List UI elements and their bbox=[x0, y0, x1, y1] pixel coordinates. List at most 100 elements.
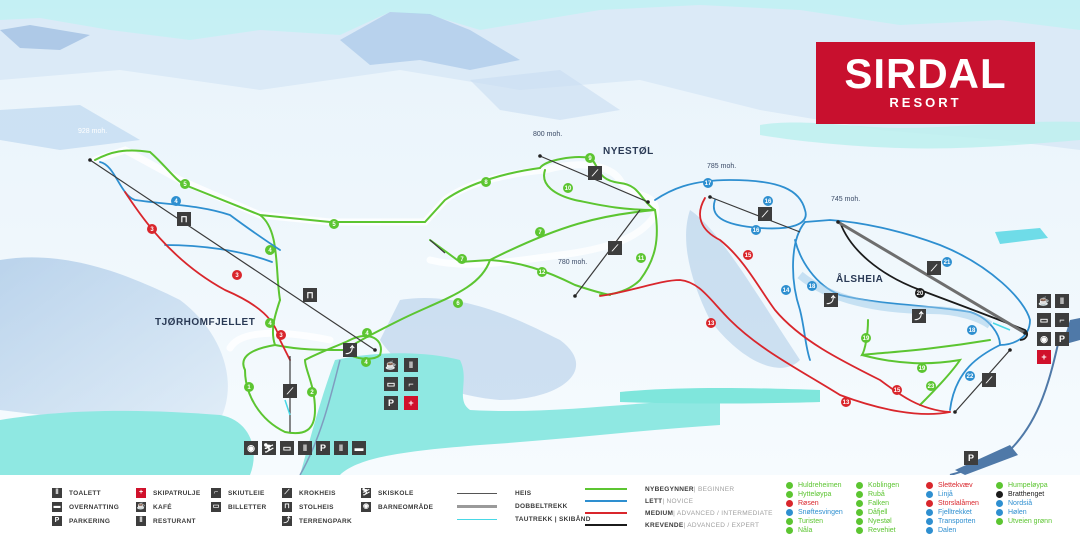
svg-text:3: 3 bbox=[279, 333, 283, 339]
altitude-label: 928 moh. bbox=[78, 128, 108, 135]
double-lift-icon bbox=[457, 504, 497, 508]
svg-text:3: 3 bbox=[235, 273, 239, 279]
t-bar-icon[interactable]: ⟋ bbox=[283, 384, 297, 398]
legend-facility: ⌐SKIUTLEIE bbox=[211, 487, 265, 499]
chairlift-icon: ⊓ bbox=[282, 502, 292, 512]
trail-list-item: Linjå bbox=[926, 490, 953, 499]
svg-text:5: 5 bbox=[332, 222, 336, 228]
legend-facility: ◉BARNEOMRÅDE bbox=[361, 502, 434, 512]
toilet-icon[interactable]: ‖ bbox=[404, 358, 418, 372]
t-bar-icon[interactable]: ⟋ bbox=[927, 261, 941, 275]
svg-text:7: 7 bbox=[538, 230, 542, 236]
toilet-icon[interactable]: ‖ bbox=[298, 441, 312, 455]
legend-facility: ⛷SKISKOLE bbox=[361, 488, 414, 498]
trail-marker-icon bbox=[996, 509, 1003, 516]
blue-line-icon bbox=[585, 500, 627, 502]
ski-rental-icon[interactable]: ⌐ bbox=[404, 377, 418, 391]
trail-marker-icon bbox=[926, 482, 933, 489]
svg-text:19: 19 bbox=[919, 366, 926, 372]
svg-text:15: 15 bbox=[745, 253, 752, 259]
logo-subtitle: RESORT bbox=[889, 95, 962, 110]
trail-list-item: Koblingen bbox=[856, 481, 899, 490]
lift-line-icon bbox=[457, 492, 497, 494]
trail-marker-icon bbox=[786, 500, 793, 507]
trail-list-item: Nyestøl bbox=[856, 517, 892, 526]
svg-text:13: 13 bbox=[708, 321, 715, 327]
terrain-park-icon[interactable]: ⤴ bbox=[824, 293, 838, 307]
terrain-park-icon: ⤴ bbox=[282, 516, 292, 526]
svg-text:13: 13 bbox=[843, 400, 850, 406]
t-bar-icon[interactable]: ⟋ bbox=[758, 207, 772, 221]
svg-text:4: 4 bbox=[268, 321, 272, 327]
trail-list-item: Huldreheimen bbox=[786, 481, 842, 490]
restaurant-icon[interactable]: ‖ bbox=[334, 441, 348, 455]
svg-text:4: 4 bbox=[364, 360, 368, 366]
trail-marker-icon bbox=[786, 518, 793, 525]
svg-text:17: 17 bbox=[705, 181, 712, 187]
trail-marker-icon bbox=[786, 527, 793, 534]
t-bar-icon[interactable]: ⟋ bbox=[608, 241, 622, 255]
parking-icon[interactable]: P bbox=[964, 451, 978, 465]
trail-list-item: Hytteløypa bbox=[786, 490, 831, 499]
toilet-icon[interactable]: ‖ bbox=[1055, 294, 1069, 308]
ski-school-icon: ⛷ bbox=[361, 488, 371, 498]
legend-facility: ☕KAFÉ bbox=[136, 502, 172, 512]
cafe-icon[interactable]: ☕ bbox=[384, 358, 398, 372]
chairlift-icon[interactable]: ⊓ bbox=[177, 212, 191, 226]
first-aid-icon[interactable]: + bbox=[404, 396, 418, 410]
bed-icon[interactable]: ▬ bbox=[352, 441, 366, 455]
trail-list-item: Snøftesvingen bbox=[786, 508, 843, 517]
trail-marker-icon bbox=[786, 491, 793, 498]
area-label-alsheia: ÅLSHEIA bbox=[836, 274, 884, 285]
parking-icon[interactable]: P bbox=[1055, 332, 1069, 346]
cafe-icon[interactable]: ☕ bbox=[1037, 294, 1051, 308]
ticket-icon[interactable]: ▭ bbox=[1037, 313, 1051, 327]
legend-facility: ‖TOALETT bbox=[52, 487, 101, 499]
toilet-icon: ‖ bbox=[52, 488, 62, 498]
ticket-icon[interactable]: ▭ bbox=[384, 377, 398, 391]
trail-marker-icon bbox=[856, 527, 863, 534]
chairlift-icon[interactable]: ⊓ bbox=[303, 288, 317, 302]
svg-text:3: 3 bbox=[150, 227, 154, 233]
parking-icon[interactable]: P bbox=[316, 441, 330, 455]
area-label-tjorhomfjellet: TJØRHOMFJELLET bbox=[155, 317, 256, 328]
svg-text:1: 1 bbox=[247, 385, 251, 391]
kids-area-icon[interactable]: ◉ bbox=[1037, 332, 1051, 346]
ski-school-icon[interactable]: ⛷ bbox=[262, 441, 276, 455]
first-aid-icon[interactable]: + bbox=[1037, 350, 1051, 364]
t-bar-icon: ⟋ bbox=[282, 488, 292, 498]
kids-area-icon[interactable]: ◉ bbox=[244, 441, 258, 455]
trail-marker-icon bbox=[786, 509, 793, 516]
trail-marker-icon bbox=[856, 509, 863, 516]
trail-list-item: Rubå bbox=[856, 490, 885, 499]
trail-marker-icon bbox=[786, 482, 793, 489]
ticket-icon[interactable]: ▭ bbox=[280, 441, 294, 455]
legend-facility: ⟋KROKHEIS bbox=[282, 487, 336, 499]
t-bar-icon[interactable]: ⟋ bbox=[588, 166, 602, 180]
tow-rope-icon bbox=[457, 518, 497, 520]
t-bar-icon[interactable]: ⟋ bbox=[982, 373, 996, 387]
trail-marker-icon bbox=[926, 509, 933, 516]
legend-lift-double: DOBBELTREKK bbox=[457, 500, 568, 512]
ski-rental-icon[interactable]: ⌐ bbox=[1055, 313, 1069, 327]
legend-lift-heis: HEIS bbox=[457, 487, 531, 499]
svg-text:20: 20 bbox=[917, 291, 924, 297]
legend-lift-tow: TAUTREKK | SKIBÅND bbox=[457, 513, 591, 525]
first-aid-icon: + bbox=[136, 488, 146, 498]
svg-text:5: 5 bbox=[183, 182, 187, 188]
terrain-park-icon[interactable]: ⤴ bbox=[912, 309, 926, 323]
svg-text:12: 12 bbox=[539, 270, 546, 276]
terrain-park-icon[interactable]: ⤴ bbox=[343, 343, 357, 357]
bed-icon: ▬ bbox=[52, 502, 62, 512]
trail-list-item: Humpeløypa bbox=[996, 481, 1048, 490]
parking-icon[interactable]: P bbox=[384, 396, 398, 410]
legend-facility: ⊓STOLHEIS bbox=[282, 501, 334, 513]
svg-text:8: 8 bbox=[484, 180, 488, 186]
svg-text:18: 18 bbox=[969, 328, 976, 334]
legend-difficulty-novice: LETT| NOVICE bbox=[585, 495, 693, 507]
svg-text:2: 2 bbox=[310, 390, 314, 396]
trail-marker-icon bbox=[856, 482, 863, 489]
svg-text:4: 4 bbox=[365, 331, 369, 337]
